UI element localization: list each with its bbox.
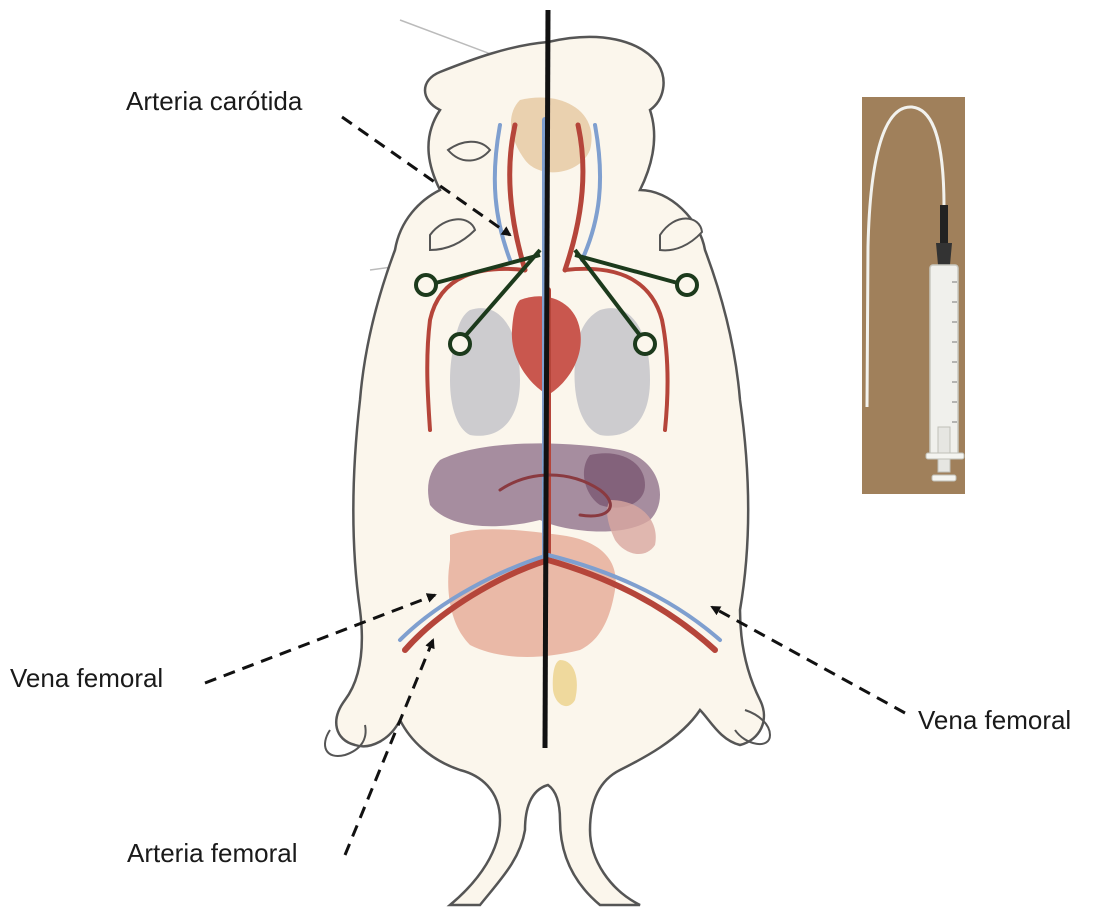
needle-hub — [940, 205, 948, 245]
label-femoral-vein-right: Vena femoral — [918, 707, 1071, 733]
midline — [545, 10, 548, 748]
label-femoral-artery: Arteria femoral — [127, 840, 298, 866]
label-carotid-artery: Arteria carótida — [126, 88, 302, 114]
lung-right — [574, 308, 650, 436]
label-femoral-vein-left: Vena femoral — [10, 665, 163, 691]
plunger-thumb — [932, 475, 956, 481]
syringe-catheter-icon — [862, 97, 965, 494]
syringe-flange — [926, 453, 964, 459]
catheter-syringe-photo — [862, 97, 965, 494]
needle-hub-base — [936, 243, 952, 265]
syringe-plunger — [938, 427, 950, 472]
